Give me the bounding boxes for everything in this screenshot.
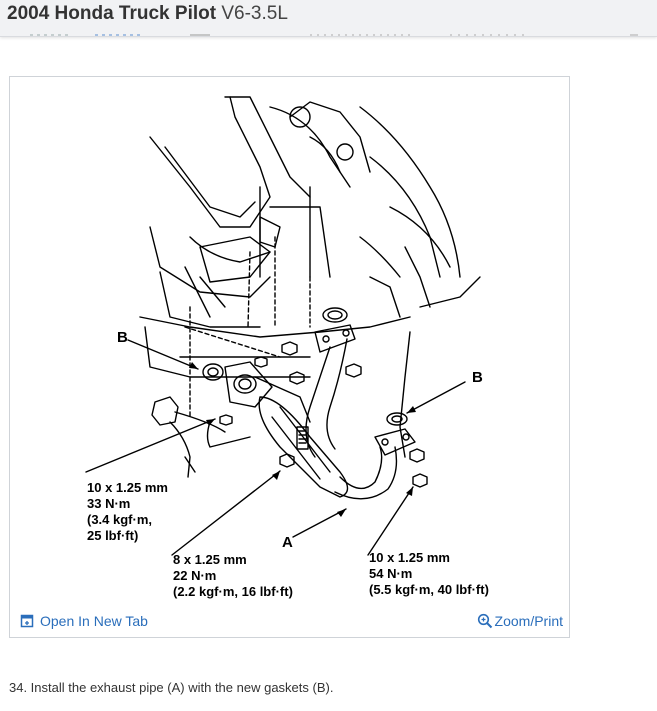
figure-footer: Open In New Tab Zoom/Print: [10, 609, 569, 637]
torque-left-size: 10 x 1.25 mm: [87, 480, 168, 495]
open-in-new-tab-link[interactable]: Open In New Tab: [20, 613, 148, 629]
torque-left-lbf: 25 lbf·ft): [87, 528, 138, 543]
torque-left-nm: 33 N·m: [87, 496, 130, 511]
exhaust-pipe-figure: B B A 10 x 1.25 mm 33 N·m (3.4 kgf·m, 25…: [9, 76, 570, 638]
torque-right-detail: (5.5 kgf·m, 40 lbf·ft): [369, 582, 489, 597]
exhaust-diagram: B B A 10 x 1.25 mm 33 N·m (3.4 kgf·m, 25…: [85, 96, 489, 599]
torque-spec-middle: 8 x 1.25 mm 22 N·m (2.2 kgf·m, 16 lbf·ft…: [173, 552, 293, 599]
zoom-print-link[interactable]: Zoom/Print: [477, 613, 563, 629]
label-b-left: B: [117, 329, 128, 346]
torque-left-kgf: (3.4 kgf·m,: [87, 512, 152, 527]
open-in-new-tab-label: Open In New Tab: [40, 613, 148, 629]
zoom-magnifier-icon: [477, 613, 492, 629]
page-header: 2004 Honda Truck Pilot V6-3.5L: [0, 0, 657, 37]
page-title: 2004 Honda Truck Pilot V6-3.5L: [7, 3, 288, 25]
clipped-text-remnant: [30, 34, 638, 36]
label-a: A: [282, 534, 293, 551]
torque-middle-detail: (2.2 kgf·m, 16 lbf·ft): [173, 584, 293, 599]
zoom-print-label: Zoom/Print: [494, 613, 563, 629]
torque-right-size: 10 x 1.25 mm: [369, 550, 450, 565]
engine-label: V6-3.5L: [221, 3, 288, 24]
torque-middle-nm: 22 N·m: [173, 568, 216, 583]
vehicle-title: 2004 Honda Truck Pilot: [7, 3, 217, 24]
torque-middle-size: 8 x 1.25 mm: [173, 552, 247, 567]
torque-spec-right: 10 x 1.25 mm 54 N·m (5.5 kgf·m, 40 lbf·f…: [369, 550, 489, 597]
open-new-tab-icon: [20, 614, 34, 628]
torque-spec-left: 10 x 1.25 mm 33 N·m (3.4 kgf·m, 25 lbf·f…: [87, 480, 168, 543]
torque-right-nm: 54 N·m: [369, 566, 412, 581]
label-b-right: B: [472, 369, 483, 386]
step-instruction: 34. Install the exhaust pipe (A) with th…: [9, 680, 334, 695]
